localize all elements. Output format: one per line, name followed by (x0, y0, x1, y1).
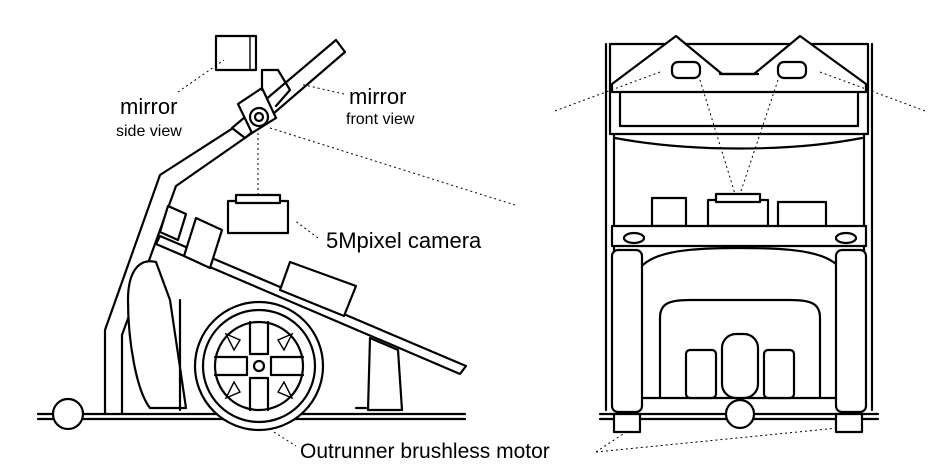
front-support (366, 336, 404, 412)
front-motor-center (720, 332, 760, 400)
pivot-outer (248, 106, 270, 128)
rear-shell (126, 260, 188, 410)
lower-frame (178, 298, 368, 412)
front-board-right (776, 200, 828, 230)
label-camera: 5Mpixel camera (326, 228, 482, 253)
front-motor-left (684, 348, 718, 400)
front-board-left (650, 196, 688, 228)
leader-mirror-side (177, 59, 225, 93)
front-foot-left (612, 412, 642, 434)
camera-side (226, 199, 290, 235)
wheel-slot-3 (224, 380, 242, 400)
label-mirror-front-sub: front view (346, 111, 415, 128)
label-motor: Outrunner brushless motor (300, 440, 550, 463)
mirror-lens-right (776, 60, 808, 80)
front-bolt-right (834, 231, 858, 245)
front-motor-right (762, 348, 796, 400)
mirror-side-block (214, 34, 258, 72)
wheel-hub (213, 320, 305, 412)
side-view (36, 34, 516, 432)
wheel-slot-2 (276, 332, 294, 352)
camera-front (706, 198, 770, 228)
front-caster (724, 398, 756, 430)
front-body-inner (658, 298, 822, 400)
label-mirror-side-sub: side view (116, 123, 182, 140)
label-mirror-front-title: mirror (349, 84, 407, 109)
front-foot-right (834, 412, 864, 434)
mirror-lens-left (670, 60, 702, 80)
wheel-spoke-bottom (248, 376, 270, 412)
wheel-spoke-left (213, 355, 249, 377)
wheel-slot-1 (224, 332, 242, 352)
board-box (158, 204, 188, 242)
front-wheel-left (610, 248, 644, 414)
mirror-curve (613, 136, 864, 150)
motor-leader-left (273, 431, 297, 447)
holder-bracket (260, 68, 292, 108)
view-ray-far-left (551, 71, 661, 113)
leader-camera (293, 219, 319, 239)
motor-leader-mid (595, 431, 627, 453)
controller-box (182, 216, 224, 270)
front-wheel-right (834, 248, 868, 414)
mirror-reflect-ray (269, 127, 516, 206)
caster-wheel (51, 397, 85, 431)
camera-front-top (714, 192, 762, 204)
wheel-spoke-right (269, 355, 305, 377)
drive-wheel-side (193, 300, 325, 432)
camera-side-lens (234, 193, 282, 205)
wheel-axle (252, 359, 266, 373)
view-ray-far-right (819, 71, 929, 113)
wheel-slot-4 (276, 380, 294, 400)
wheel-spoke-top (248, 320, 270, 356)
battery-box (278, 260, 358, 318)
motor-leader-right (595, 427, 839, 453)
deck-plate (154, 234, 468, 376)
front-view (273, 34, 929, 453)
label-mirror-side-title: mirror (120, 94, 178, 119)
wheel-rim (201, 308, 317, 424)
pivot-inner (253, 111, 265, 123)
view-ray-right (739, 79, 779, 195)
front-deck (610, 224, 868, 248)
front-bolt-left (622, 231, 646, 245)
